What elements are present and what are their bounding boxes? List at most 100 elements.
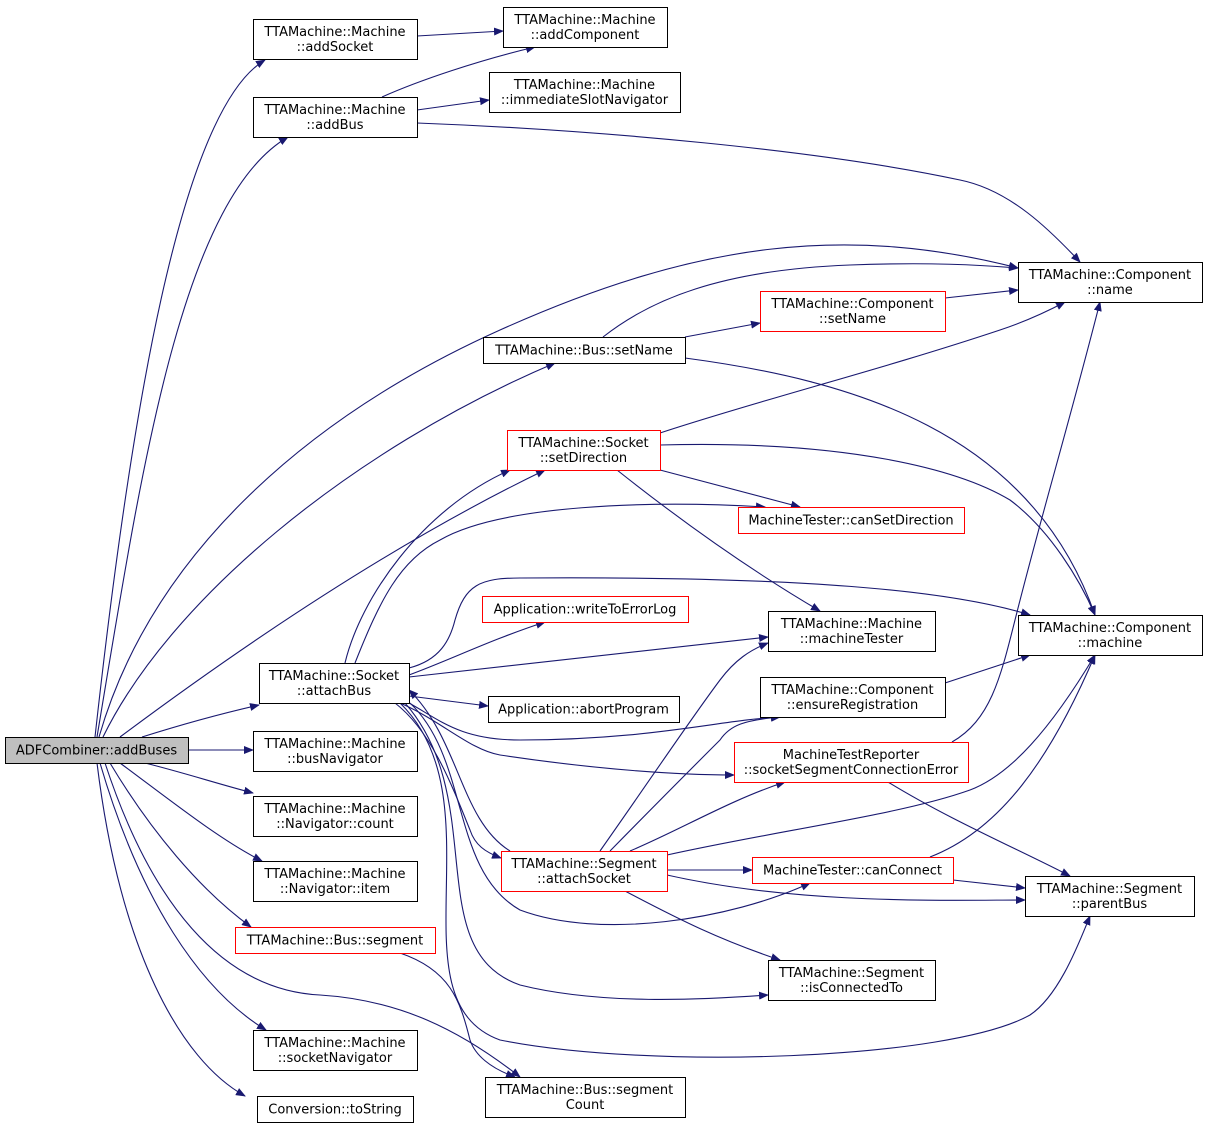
node-addComponent[interactable]: TTAMachine::Machine::addComponent: [503, 7, 668, 48]
node-label-line: TTAMachine::Bus::segment: [246, 934, 423, 949]
node-label-line: MachineTester::canSetDirection: [748, 514, 953, 529]
node-canSetDir[interactable]: MachineTester::canSetDirection: [738, 507, 965, 534]
node-label-line: ::name: [1087, 283, 1133, 298]
node-label-line: TTAMachine::Bus::segment: [496, 1083, 673, 1098]
edge-segAttach-to-parentBus: [666, 874, 1026, 905]
node-box: [503, 7, 668, 48]
edge-addSocket-to-addComponent: [416, 27, 504, 37]
node-compMachine[interactable]: TTAMachine::Component::machine: [1018, 615, 1203, 656]
nodes-layer: ADFCombiner::addBusesTTAMachine::Machine…: [5, 7, 1203, 1123]
node-busSetName[interactable]: TTAMachine::Bus::setName: [483, 337, 686, 364]
node-compSetName[interactable]: TTAMachine::Component::setName: [760, 291, 946, 332]
node-box: [752, 857, 954, 884]
node-segAttach[interactable]: TTAMachine::Segment::attachSocket: [501, 851, 668, 892]
node-label-line: TTAMachine::Component: [1028, 621, 1191, 636]
node-label-line: ::isConnectedTo: [800, 981, 903, 996]
edge-root-to-busSegment: [109, 762, 252, 928]
node-box: [253, 19, 418, 60]
node-label-line: TTAMachine::Machine: [263, 867, 405, 882]
node-machTester[interactable]: TTAMachine::Machine::machineTester: [768, 611, 936, 652]
node-label-line: ::attachSocket: [537, 872, 631, 887]
node-navItem[interactable]: TTAMachine::Machine::Navigator::item: [253, 861, 418, 902]
edge-ensureReg-to-compMachine: [944, 654, 1031, 684]
node-label-line: ::addComponent: [531, 28, 640, 43]
edge-busSetName-to-compName: [602, 263, 1019, 338]
node-box: [485, 1077, 686, 1118]
node-box: [483, 337, 686, 364]
node-label-line: Application::writeToErrorLog: [494, 603, 677, 618]
edges-layer: [94, 27, 1102, 1097]
node-box: [760, 291, 946, 332]
edge-busSetName-to-compMachine: [684, 357, 1096, 616]
edge-busSegment-to-segCount: [399, 952, 516, 1078]
node-compName[interactable]: TTAMachine::Component::name: [1018, 262, 1203, 303]
node-addBus[interactable]: TTAMachine::Machine::addBus: [253, 97, 418, 138]
node-immSlotNav[interactable]: TTAMachine::Machine::immediateSlotNaviga…: [489, 72, 681, 113]
node-box: [5, 737, 189, 764]
node-isConnTo[interactable]: TTAMachine::Segment::isConnectedTo: [768, 960, 936, 1001]
node-attachBus[interactable]: TTAMachine::Socket::attachBus: [259, 663, 410, 704]
edge-root-to-navItem: [119, 762, 263, 862]
node-abortProg[interactable]: Application::abortProgram: [488, 696, 680, 723]
node-root[interactable]: ADFCombiner::addBuses: [5, 737, 189, 764]
node-box: [488, 696, 680, 723]
node-label-line: TTAMachine::Machine: [513, 78, 655, 93]
edge-attachBus-to-isConnTo: [404, 702, 769, 1001]
node-label-line: TTAMachine::Segment: [1036, 882, 1182, 897]
node-label-line: ::Navigator::count: [276, 817, 394, 832]
node-label-line: TTAMachine::Bus::setName: [494, 344, 673, 359]
node-label-line: ::immediateSlotNavigator: [501, 93, 669, 108]
node-box: [738, 507, 965, 534]
node-writeErr[interactable]: Application::writeToErrorLog: [482, 596, 689, 623]
edge-root-to-attachBus: [141, 703, 260, 738]
edge-attachBus-to-ensureReg: [408, 702, 781, 741]
edge-attachBus-to-abortProg: [408, 695, 489, 709]
edge-canConnect-to-compMachine: [929, 654, 1096, 858]
node-label-line: TTAMachine::Segment: [510, 857, 656, 872]
node-box: [489, 72, 681, 113]
node-label-line: ::machine: [1078, 636, 1143, 651]
node-label-line: Application::abortProgram: [498, 703, 669, 718]
node-sockSegErr[interactable]: MachineTestReporter::socketSegmentConnec…: [734, 742, 969, 783]
edge-sockSetDir-to-canSetDir: [659, 469, 801, 509]
node-label-line: ::machineTester: [800, 632, 904, 647]
node-busNav[interactable]: TTAMachine::Machine::busNavigator: [253, 731, 418, 772]
node-label-line: TTAMachine::Component: [1028, 268, 1191, 283]
node-label-line: ::Navigator::item: [280, 882, 390, 897]
node-label-line: ::attachBus: [297, 684, 371, 699]
node-label-line: TTAMachine::Component: [770, 297, 933, 312]
edge-segAttach-to-compMachine: [666, 654, 1096, 856]
node-label-line: TTAMachine::Machine: [780, 617, 922, 632]
node-label-line: ::addSocket: [297, 40, 374, 55]
node-canConnect[interactable]: MachineTester::canConnect: [752, 857, 954, 884]
node-box: [253, 796, 418, 837]
node-box: [259, 663, 410, 704]
edge-attachBus-to-canConnect: [409, 702, 811, 926]
node-busSegment[interactable]: TTAMachine::Bus::segment: [235, 927, 436, 954]
node-toString[interactable]: Conversion::toString: [257, 1096, 414, 1123]
node-label-line: TTAMachine::Machine: [263, 737, 405, 752]
node-label-line: ::addBus: [306, 118, 363, 133]
edge-root-to-segCount: [104, 762, 521, 1078]
node-label-line: TTAMachine::Machine: [513, 13, 655, 28]
node-box: [253, 861, 418, 902]
node-sockNav[interactable]: TTAMachine::Machine::socketNavigator: [253, 1030, 418, 1071]
edge-addBus-to-compName: [416, 122, 1081, 263]
node-label-line: ::parentBus: [1072, 897, 1148, 912]
node-addSocket[interactable]: TTAMachine::Machine::addSocket: [253, 19, 418, 60]
edge-attachBus-to-writeErr: [408, 620, 546, 676]
edge-root-to-addSocket: [94, 59, 266, 738]
node-label-line: Conversion::toString: [268, 1103, 402, 1118]
node-sockSetDir[interactable]: TTAMachine::Socket::setDirection: [507, 430, 661, 471]
node-navCount[interactable]: TTAMachine::Machine::Navigator::count: [253, 796, 418, 837]
edge-attachBus-to-machTester: [408, 634, 769, 678]
node-parentBus[interactable]: TTAMachine::Segment::parentBus: [1025, 876, 1195, 917]
node-box: [507, 430, 661, 471]
edge-sockSetDir-to-machTester: [616, 469, 821, 612]
node-ensureReg[interactable]: TTAMachine::Component::ensureRegistratio…: [760, 677, 946, 718]
node-label-line: ::ensureRegistration: [787, 698, 918, 713]
edge-addBus-to-addComponent: [381, 45, 536, 98]
edge-root-to-compName: [98, 244, 1019, 738]
